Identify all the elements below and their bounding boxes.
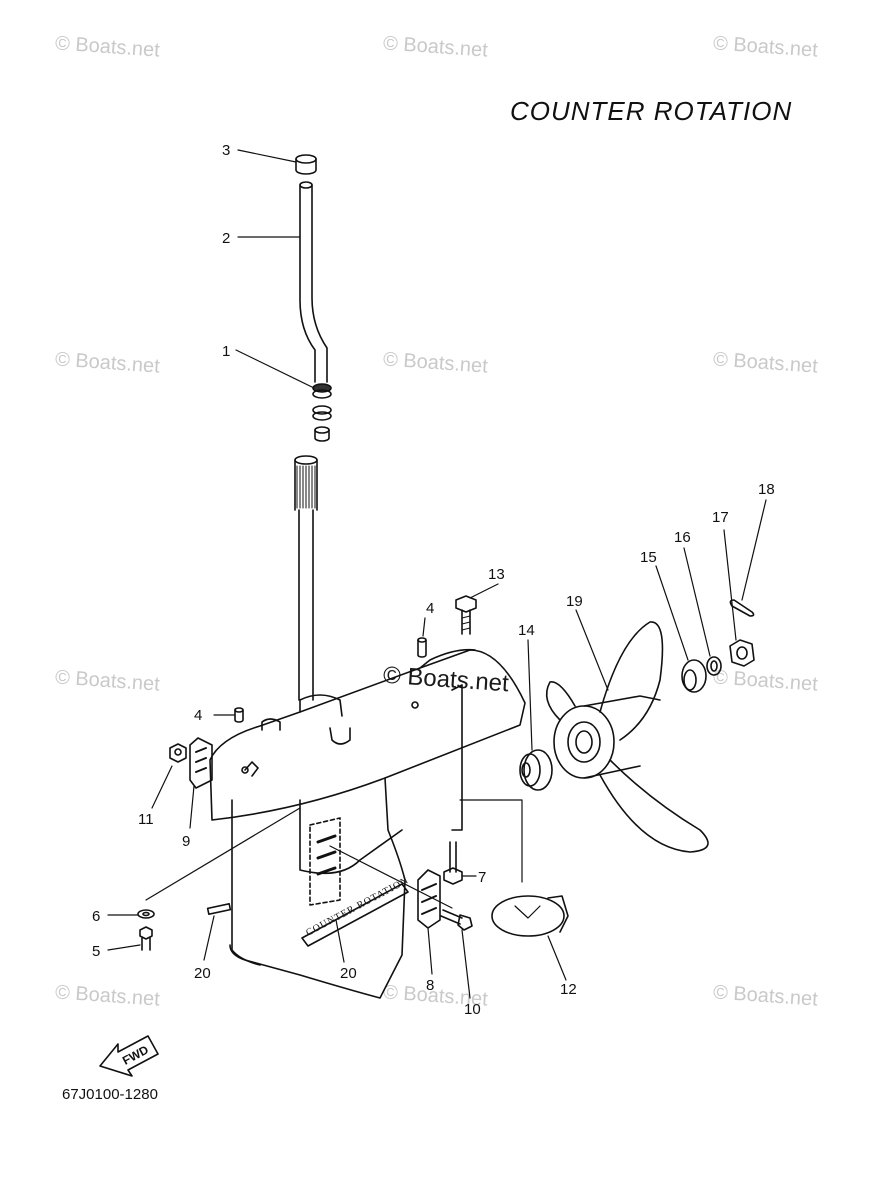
callout-3: 3: [222, 142, 230, 159]
callout-10: 10: [464, 1001, 481, 1018]
callout-8: 8: [426, 977, 434, 994]
callout-4: 4: [426, 600, 434, 617]
propeller-part-19: [545, 621, 709, 853]
decal-small-part-20: [206, 902, 232, 916]
callout-13: 13: [488, 566, 505, 583]
callout-2: 2: [222, 230, 230, 247]
dowel-pin-part-4-lower: [234, 707, 244, 723]
callout-17: 17: [712, 509, 729, 526]
callout-20-left: 20: [194, 965, 211, 982]
seal-part-1: [312, 383, 332, 442]
fwd-arrow-icon: FWD: [99, 1035, 159, 1077]
leader-lines: [107, 149, 767, 999]
callout-14: 14: [518, 622, 535, 639]
lower-unit-housing: [209, 648, 526, 999]
dowel-pin-part-4-upper: [417, 637, 427, 658]
callout-19: 19: [566, 593, 583, 610]
cotter-pin-part-18: [729, 599, 755, 617]
callout-7: 7: [478, 869, 486, 886]
screw-part-5: [139, 926, 153, 951]
diagram-title: COUNTER ROTATION: [510, 96, 793, 126]
thrust-washer-part-14: [519, 749, 553, 791]
bolt-part-7: [443, 841, 463, 885]
bolt-part-10: [440, 909, 473, 931]
anode-part-8: [417, 869, 441, 929]
diagram-code: 67J0100-1280: [62, 1086, 158, 1103]
washer-part-6: [137, 909, 155, 919]
water-tube-part-2: [299, 181, 328, 383]
nut-part-11: [169, 743, 187, 763]
spacer-part-15: [681, 659, 707, 693]
callout-11: 11: [138, 811, 154, 828]
callout-5: 5: [92, 943, 100, 960]
callout-15: 15: [640, 549, 657, 566]
nut-part-17: [729, 639, 755, 667]
callout-labels: 3 2 1 4 13 14 19 15 16 17 18 4 11 9 7 6 …: [92, 142, 775, 1018]
callout-18: 18: [758, 481, 775, 498]
callout-9: 9: [182, 833, 190, 850]
anode-part-9: [189, 737, 213, 789]
callout-20-center: 20: [340, 965, 357, 982]
decal-text: COUNTER ROTATION: [304, 875, 411, 939]
washer-part-16: [706, 656, 722, 676]
callout-4-lower: 4: [194, 707, 202, 724]
counter-rotation-decal: [301, 883, 409, 947]
bolt-part-13: [455, 595, 477, 635]
grommet-part-3: [295, 154, 317, 175]
callout-6: 6: [92, 908, 100, 925]
callout-16: 16: [674, 529, 691, 546]
callout-1: 1: [222, 343, 230, 360]
trim-tab-part-12: [491, 895, 569, 937]
callout-12: 12: [560, 981, 577, 998]
drive-shaft: [294, 455, 318, 701]
